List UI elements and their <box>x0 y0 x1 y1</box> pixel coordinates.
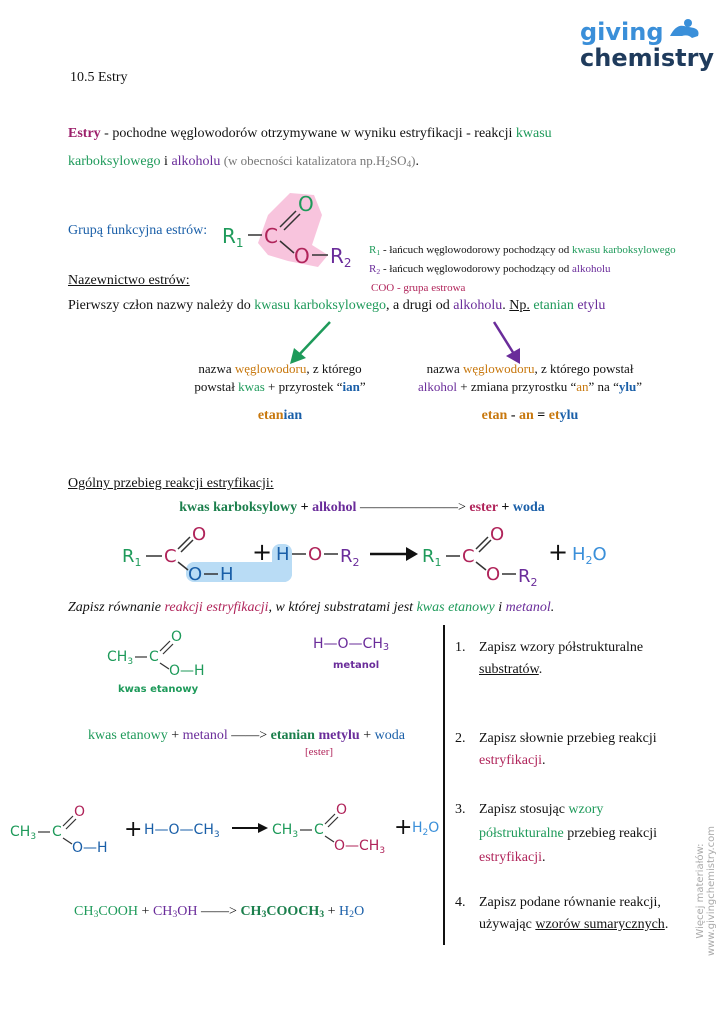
svg-text:O: O <box>486 564 500 585</box>
svg-text:C: C <box>164 546 177 567</box>
svg-text:H2O: H2O <box>572 544 607 567</box>
general-word-equation: kwas karboksylowy + alkohol ———————> est… <box>179 500 545 515</box>
step-4: 4.Zapisz podane równanie reakcji, używaj… <box>455 895 669 932</box>
svg-text:O—H: O—H <box>169 663 205 679</box>
group-legend: R1 - łańcuch węglowodorowy pochodzący od… <box>369 242 676 296</box>
carbon-label: C <box>264 224 278 248</box>
svg-text:+: + <box>394 815 412 840</box>
arrow-left-head <box>290 348 306 364</box>
word-equation: kwas etanowy + metanol ——> etanian metyl… <box>88 728 405 743</box>
svg-text:+: + <box>252 538 272 566</box>
r1-label: R1 <box>222 224 244 250</box>
svg-text:C: C <box>52 824 62 840</box>
step-3: 3.Zapisz stosując wzory półstrukturalne … <box>455 802 658 865</box>
ester-group-structure: R1 C O O R2 <box>222 192 352 270</box>
svg-text:CH3: CH3 <box>107 649 133 667</box>
formula-equation: CH3COOH + CH3OH ——> CH3COOCH3 + H2O <box>74 904 365 920</box>
left-note: nazwa węglowodoru, z którego powstał kwa… <box>194 361 366 394</box>
nomenclature-rule: Pierwszy człon nazwy należy do kwasu kar… <box>68 298 606 313</box>
intro-paragraph: Estry - pochodne węglowodorów otrzymywan… <box>68 126 552 169</box>
section-title: 10.5 Estry <box>70 70 128 85</box>
svg-text:H: H <box>276 544 290 565</box>
logo-line1: giving <box>580 18 664 46</box>
right-note: nazwa węglowodoru, z którego powstał alk… <box>418 361 642 394</box>
logo: giving chemistry <box>578 12 718 72</box>
svg-text:O: O <box>308 544 322 565</box>
legend-r1: R1 - łańcuch węglowodorowy pochodzący od… <box>369 244 676 257</box>
svg-text:H: H <box>220 564 234 585</box>
svg-text:O—CH3: O—CH3 <box>334 838 385 856</box>
general-scheme: R1 C O O H + H O R2 R1 C O O R2 + H2O <box>122 524 607 589</box>
acid-name: kwas etanowy <box>118 684 199 695</box>
catalyst-note: (w obecności katalizatora np.H2SO4) <box>220 153 416 169</box>
svg-text:H—O—CH3: H—O—CH3 <box>144 822 220 840</box>
acetic-acid-structure: CH3 C O O—H <box>107 629 205 679</box>
svg-text:C: C <box>462 546 475 567</box>
svg-text:+: + <box>548 538 568 566</box>
svg-text:O: O <box>188 564 202 585</box>
logo-line2: chemistry <box>580 44 715 72</box>
legend-r2: R2 - łańcuch węglowodorowy pochodzący od… <box>369 263 611 276</box>
semi-structural-equation: CH3 C O O—H + H—O—CH3 CH3 C O O—CH3 + H2… <box>10 802 439 856</box>
svg-text:O: O <box>74 804 85 820</box>
svg-text:C: C <box>149 649 159 665</box>
svg-text:R1: R1 <box>422 546 442 569</box>
nomenclature-arrows <box>290 321 520 364</box>
legend-coo: COO - grupa estrowa <box>371 282 466 294</box>
footer-vertical-text: Więcej materiałów: www.givingchemistry.c… <box>695 825 717 957</box>
svg-text:R1: R1 <box>122 546 142 569</box>
svg-text:O: O <box>171 629 182 645</box>
svg-text:O—H: O—H <box>72 840 108 856</box>
term-estry: Estry <box>68 126 101 141</box>
nomenclature-heading: Nazewnictwo estrów: <box>68 273 190 288</box>
r2-label: R2 <box>330 244 352 270</box>
svg-text:O: O <box>192 524 206 545</box>
general-heading: Ogólny przebieg reakcji estryfikacji: <box>68 476 274 491</box>
left-result: etanian <box>257 408 303 423</box>
oxygen-double: O <box>298 192 314 216</box>
logo-graphic <box>670 19 699 38</box>
svg-text:+: + <box>124 817 142 842</box>
functional-group-label: Grupą funkcyjna estrów: <box>68 223 208 238</box>
svg-text:CH3: CH3 <box>10 824 36 842</box>
svg-text:H2O: H2O <box>412 820 439 838</box>
right-result: etan - an = etylu <box>481 408 579 423</box>
methanol-structure: H—O—CH3 <box>313 636 390 653</box>
svg-text:R2: R2 <box>518 566 538 589</box>
svg-text:CH3: CH3 <box>272 822 298 840</box>
column-divider <box>443 625 445 945</box>
svg-text:C: C <box>314 822 324 838</box>
svg-text:R2: R2 <box>340 546 360 569</box>
step-1: 1.Zapisz wzory półstrukturalne substrató… <box>455 640 644 677</box>
oxygen-single: O <box>294 244 310 268</box>
ester-tag: [ester] <box>305 746 334 758</box>
task-prompt: Zapisz równanie reakcji estryfikacji, w … <box>68 600 555 615</box>
arrow-right-head <box>506 348 520 364</box>
svg-text:O: O <box>336 802 347 818</box>
step-2: 2.Zapisz słownie przebieg reakcji estryf… <box>455 731 657 768</box>
leaving-group-highlight <box>186 562 292 582</box>
svg-text:O: O <box>490 524 504 545</box>
methanol-name: metanol <box>333 660 380 671</box>
